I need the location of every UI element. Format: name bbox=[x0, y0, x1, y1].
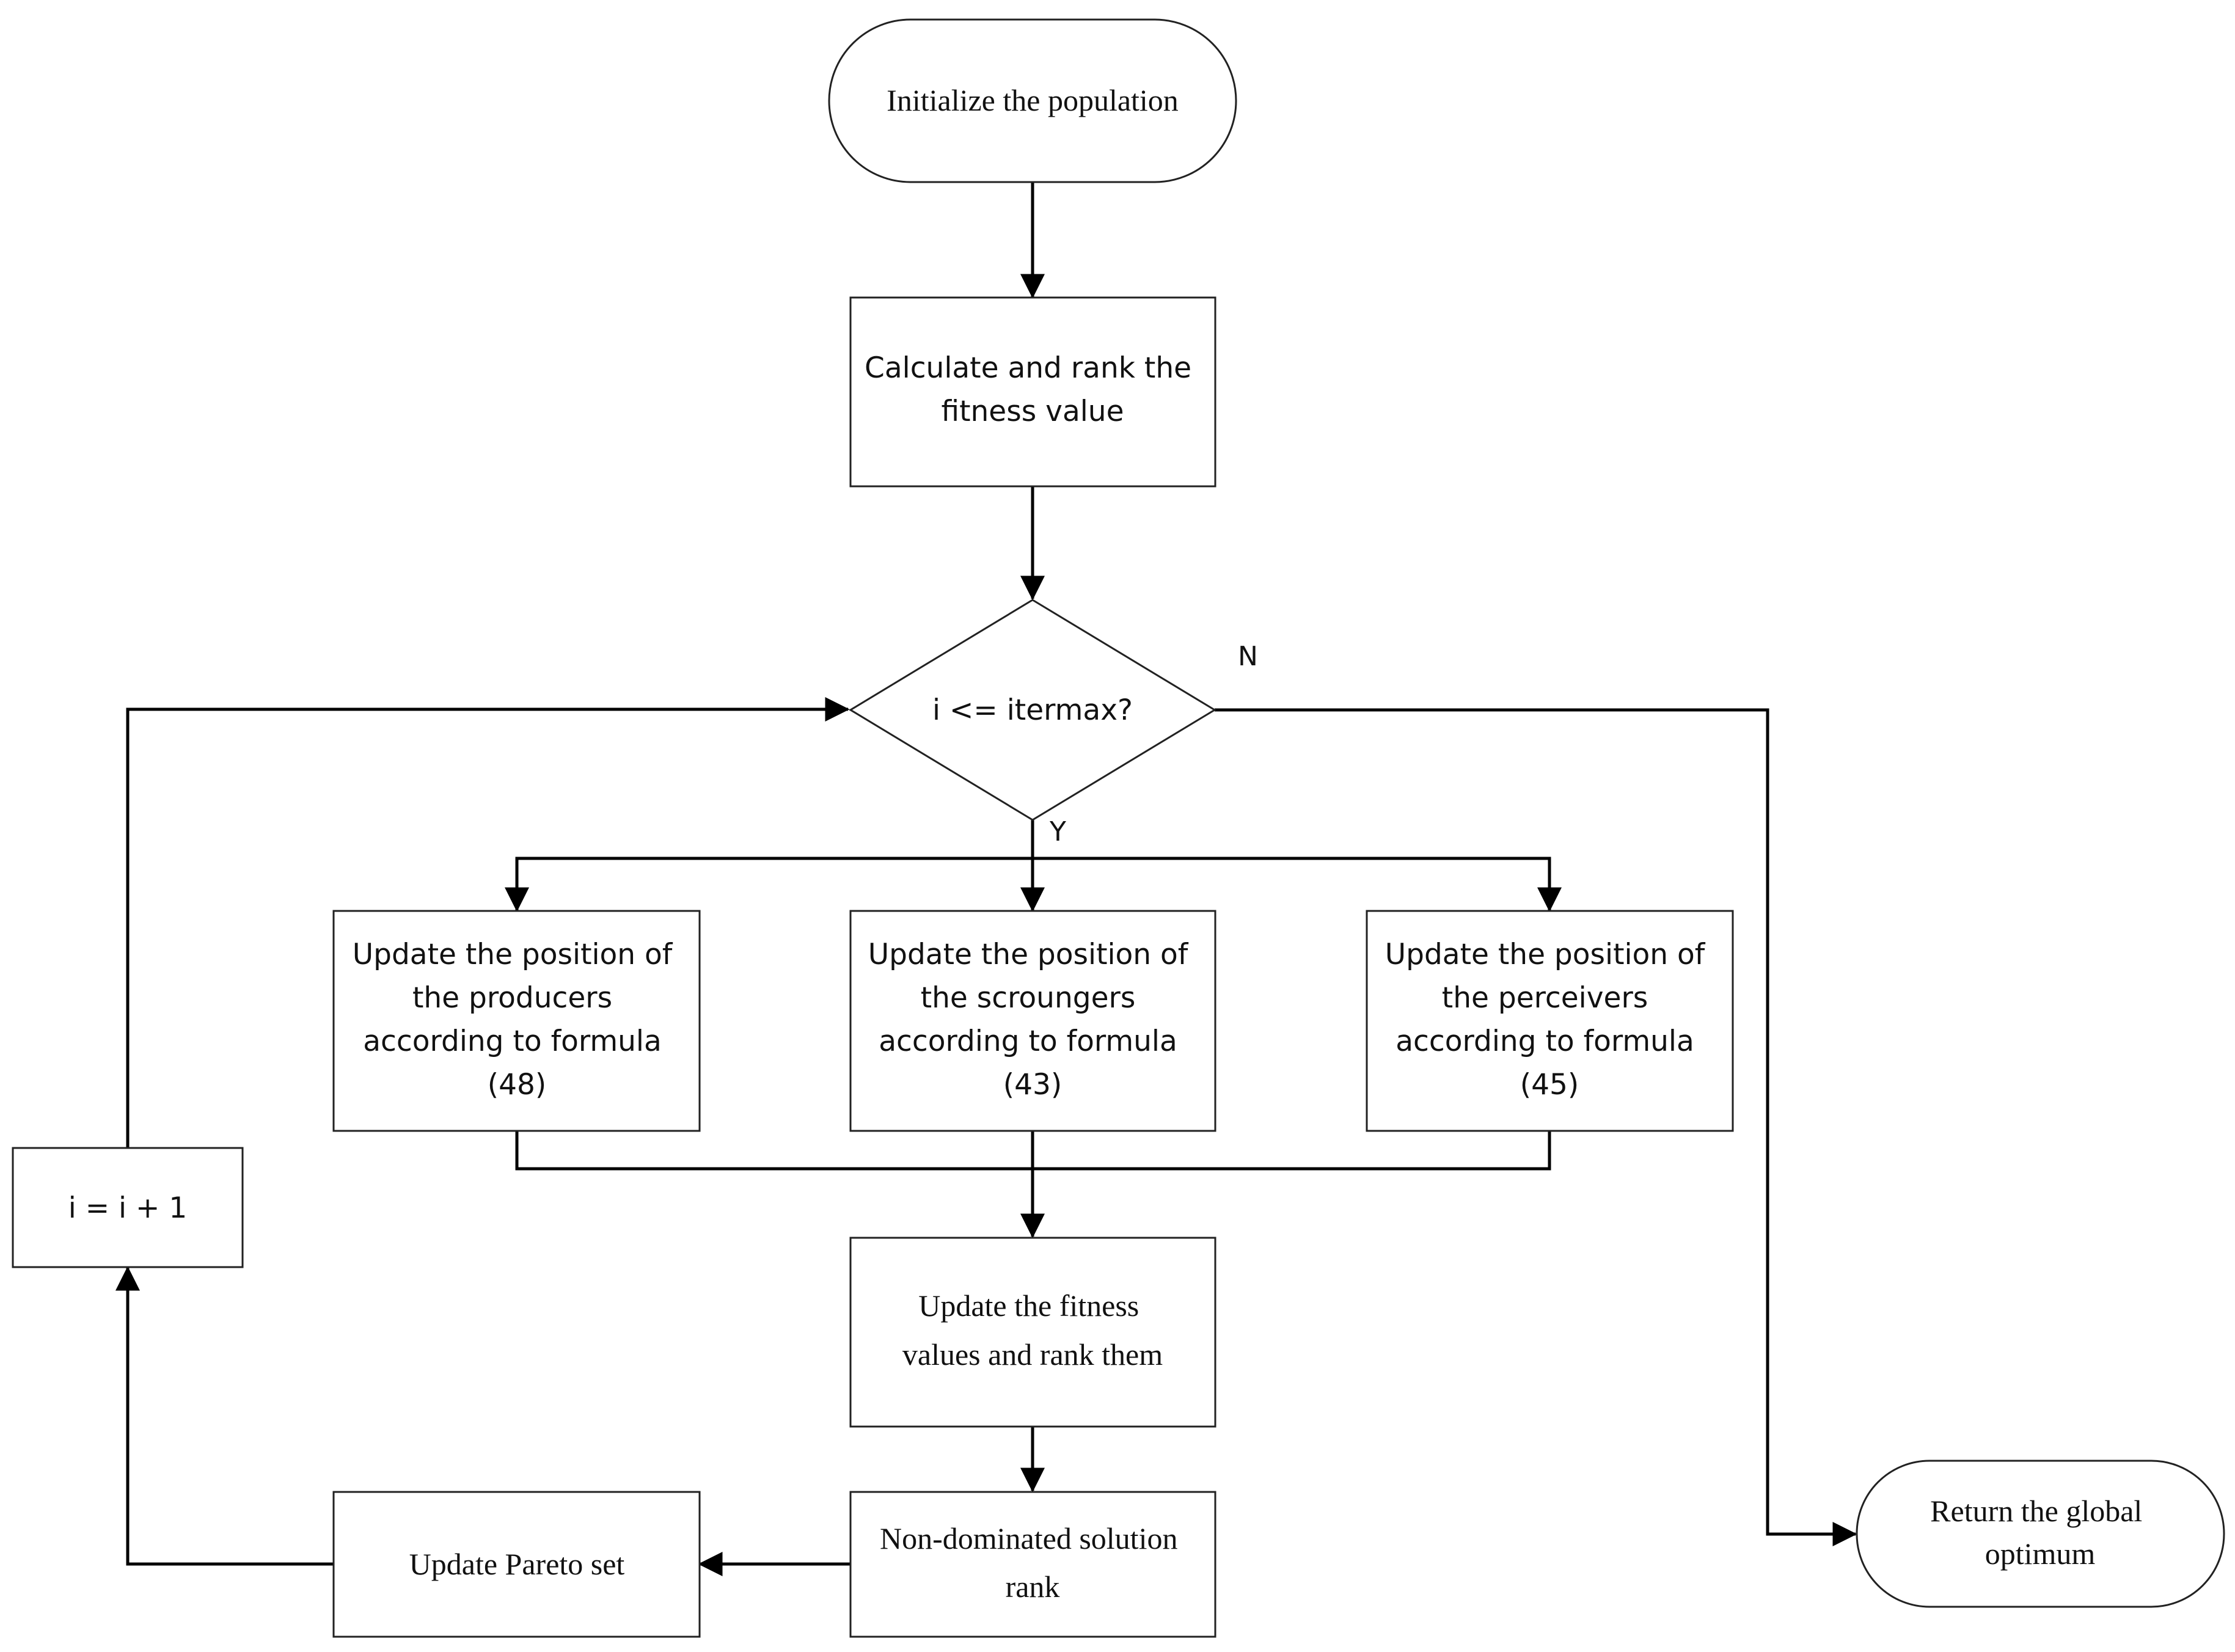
calc-rank-box bbox=[849, 296, 1216, 488]
perceivers-label: Update the position of the perceivers ac… bbox=[1385, 938, 1714, 1102]
edge-decision-no-to-return bbox=[1215, 708, 1857, 1546]
pareto-label: Update Pareto set bbox=[409, 1547, 625, 1581]
shapes bbox=[12, 18, 2225, 1638]
update-fitness-label: Update the fitness values and rank them bbox=[902, 1288, 1163, 1372]
edge-branch-to-producers bbox=[505, 857, 1033, 912]
edge-branch-to-perceivers bbox=[1033, 857, 1562, 912]
scroungers-box bbox=[849, 910, 1216, 1132]
calc-rank-label: Calculate and rank the fitness value bbox=[865, 351, 1201, 428]
start-terminal bbox=[828, 18, 1237, 183]
producers-box bbox=[332, 910, 701, 1132]
non-dominated-box bbox=[849, 1491, 1216, 1638]
non-dominated-label: Non-dominated solution rank bbox=[880, 1521, 1185, 1604]
update-fitness-box bbox=[849, 1237, 1216, 1428]
edge-label-no: N bbox=[1238, 641, 1258, 672]
edge-increment-to-decision bbox=[126, 697, 850, 1148]
labels: Initialize the population Calculate and … bbox=[68, 83, 2150, 1604]
edge-pareto-to-increment bbox=[115, 1266, 334, 1566]
end-terminal-label: Return the global optimum bbox=[1930, 1494, 2150, 1571]
end-terminal bbox=[1856, 1460, 2225, 1608]
increment-box bbox=[12, 1147, 244, 1268]
edge-label-yes: Y bbox=[1049, 816, 1066, 847]
scroungers-label: Update the position of the scroungers ac… bbox=[868, 938, 1198, 1102]
decision-label: i <= itermax? bbox=[932, 693, 1133, 727]
iteration-decision-diamond bbox=[849, 599, 1216, 821]
increment-label: i = i + 1 bbox=[68, 1191, 188, 1225]
producers-label: Update the position of the producers acc… bbox=[353, 938, 682, 1102]
pareto-box bbox=[332, 1491, 701, 1638]
connectors bbox=[115, 182, 1857, 1576]
start-terminal-label: Initialize the population bbox=[887, 83, 1179, 117]
perceivers-box bbox=[1366, 910, 1734, 1132]
